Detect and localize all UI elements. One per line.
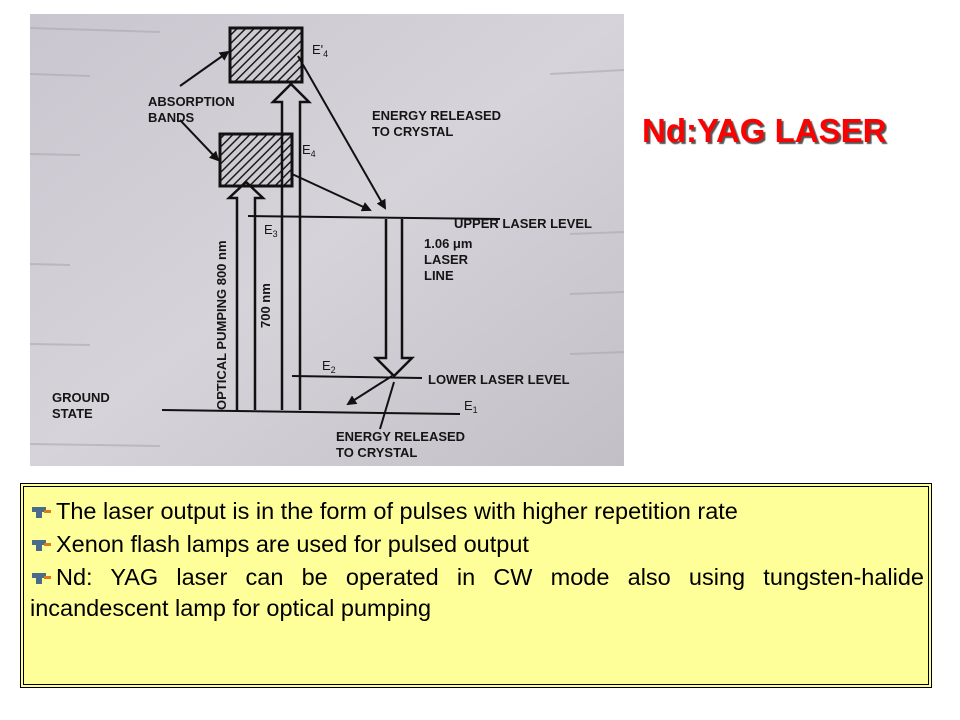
e4-label: E4	[302, 142, 316, 159]
e1-label: E1	[464, 398, 478, 415]
energy-release-arrows	[291, 55, 395, 430]
level-e3	[247, 215, 501, 220]
upper-laser-level-label: UPPER LASER LEVEL	[454, 216, 592, 231]
ground-state-label: GROUND STATE	[52, 390, 113, 421]
e2-label: E2	[322, 358, 336, 375]
bullet-icon	[32, 573, 51, 584]
pump-700nm-label: 700 nm	[258, 283, 273, 328]
absorption-band-e4-prime	[228, 26, 304, 84]
level-e2	[291, 375, 423, 379]
pump-arrow-700nm	[269, 82, 313, 410]
bullet-item: The laser output is in the form of pulse…	[30, 496, 924, 527]
energy-released-bottom-label: ENERGY RELEASED TO CRYSTAL	[336, 429, 469, 460]
bullet-item: Xenon flash lamps are used for pulsed ou…	[30, 529, 924, 560]
optical-pumping-label: OPTICAL PUMPING 800 nm	[214, 240, 229, 410]
e3-label: E3	[264, 222, 278, 239]
notes-box: The laser output is in the form of pulse…	[20, 483, 932, 688]
bullet-text: The laser output is in the form of pulse…	[56, 498, 738, 524]
level-e1	[161, 409, 461, 415]
pump-arrow-800nm	[225, 180, 267, 410]
bullet-icon	[32, 507, 51, 518]
laser-line-label: 1.06 μm LASER LINE	[424, 236, 476, 283]
lower-laser-level-label: LOWER LASER LEVEL	[428, 372, 570, 387]
absorption-pointer-arrows	[179, 50, 230, 162]
bullet-icon	[32, 540, 51, 551]
paper-background	[30, 14, 624, 466]
bullet-text: Xenon flash lamps are used for pulsed ou…	[56, 531, 529, 557]
energy-released-top-label: ENERGY RELEASED TO CRYSTAL	[372, 108, 505, 139]
energy-level-diagram: ABSORPTION BANDS E'4 E4 E3 E2 E1 ENERGY …	[30, 14, 624, 466]
show-through-text	[30, 27, 624, 447]
laser-line-arrow	[372, 219, 416, 378]
slide-title: Nd:YAG LASER	[642, 112, 887, 149]
absorption-bands-label: ABSORPTION BANDS	[148, 94, 238, 125]
absorption-band-e4	[218, 132, 294, 188]
bullet-item: Nd: YAG laser can be operated in CW mode…	[30, 562, 924, 624]
energy-levels	[161, 215, 501, 415]
bullet-text: Nd: YAG laser can be operated in CW mode…	[30, 564, 924, 621]
e4-prime-label: E'4	[312, 42, 328, 59]
